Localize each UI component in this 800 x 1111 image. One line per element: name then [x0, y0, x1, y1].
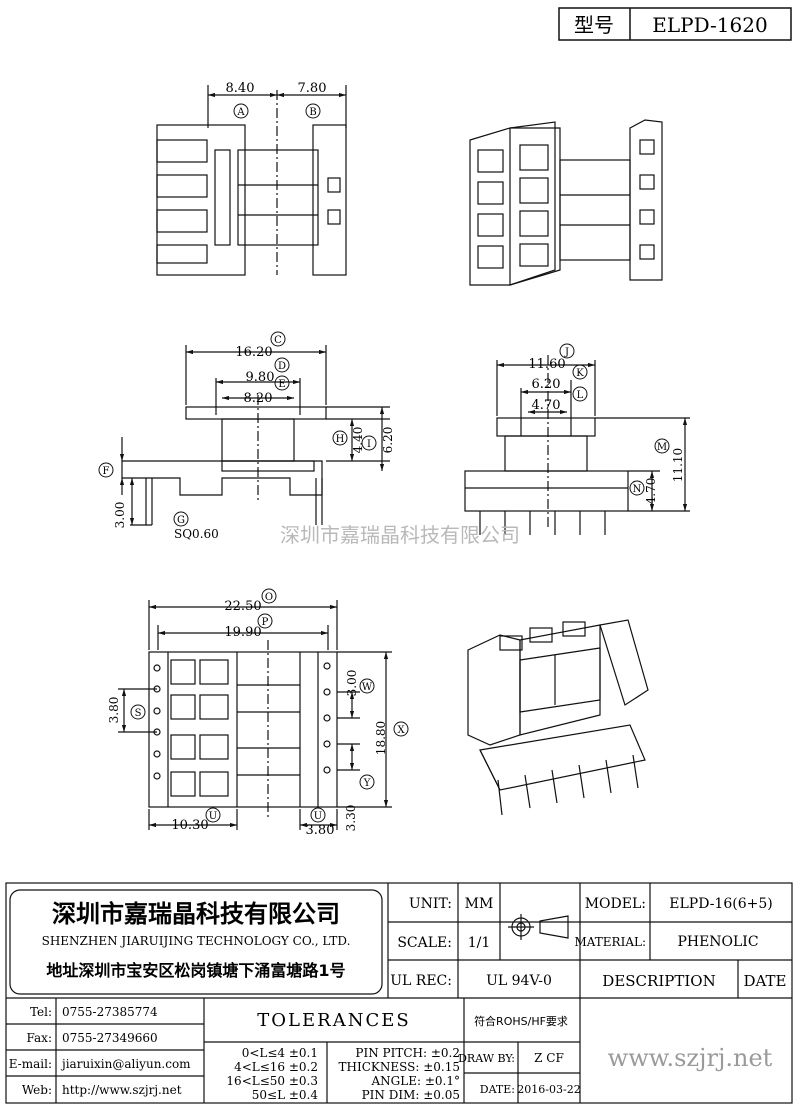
drawby-label: DRAW BY: [458, 1052, 515, 1065]
model-value: ELPD-16(6+5) [669, 896, 772, 912]
tolerance2-3: ANGLE: ±0.1° [371, 1074, 460, 1088]
email-label: E-mail: [9, 1057, 52, 1071]
drawby-value: Z CF [534, 1051, 564, 1065]
callout-j: J [564, 347, 569, 358]
web-value: http://www.szjrj.net [62, 1083, 182, 1097]
callout-s: S [135, 708, 142, 719]
company-en: SHENZHEN JIARUIJING TECHNOLOGY CO., LTD. [42, 934, 351, 948]
callout-y: Y [363, 778, 371, 789]
dim-i: 6.20 [381, 427, 395, 454]
fax-label: Fax: [27, 1031, 52, 1045]
callout-h: H [336, 434, 345, 445]
callout-b: B [309, 107, 316, 118]
tolerance2-4: PIN DIM: ±0.05 [362, 1088, 460, 1102]
material-label: MATERIAL: [574, 935, 646, 949]
description-label: DESCRIPTION [602, 972, 715, 990]
callout-v: U [314, 811, 322, 822]
ulrec-value: UL 94V-0 [486, 973, 552, 989]
header-label: 型号 [574, 13, 614, 37]
iso-view-1 [469, 119, 663, 286]
callout-l: L [577, 390, 584, 401]
tel-value: 0755-27385774 [62, 1005, 158, 1019]
callout-o: O [265, 592, 273, 603]
tolerance2-1: PIN PITCH: ±0.2 [355, 1046, 460, 1060]
dim-a: 8.40 [226, 81, 255, 96]
callout-d: D [278, 361, 286, 372]
dim-k: 6.20 [532, 377, 561, 392]
callout-p: P [262, 617, 269, 628]
end-view [464, 355, 690, 535]
tolerance-2: 4<L≤16 ±0.2 [234, 1060, 318, 1074]
company-cn: 深圳市嘉瑞晶科技有限公司 [52, 900, 340, 928]
dim-p: 19.90 [224, 625, 261, 640]
scale-value: 1/1 [468, 935, 491, 951]
tolerances-title: TOLERANCES [257, 1010, 410, 1031]
bottom-view-labels: 22.50 O 19.90 P 3.80 S 3.00 W 18.80 X Y … [107, 588, 409, 838]
dim-w: 3.00 [345, 670, 359, 697]
dim-n: 4.70 [644, 478, 658, 505]
callout-e: E [278, 379, 285, 390]
bottom-view [118, 600, 392, 830]
tolerance2-2: THICKNESS: ±0.15 [339, 1060, 460, 1074]
side-view [119, 345, 390, 526]
tel-label: Tel: [30, 1005, 52, 1019]
scale-label: SCALE: [397, 935, 452, 951]
side-view-labels: 16.20 C 9.80 D 8.20 E 4.40 H 6.20 I F 3.… [98, 331, 395, 541]
watermark: 深圳市嘉瑞晶科技有限公司 [280, 523, 520, 547]
tolerance-3: 16<L≤50 ±0.3 [226, 1074, 318, 1088]
callout-a: A [236, 107, 245, 118]
date-value: 2016-03-22 [517, 1083, 580, 1096]
dim-m: 11.10 [671, 448, 685, 482]
iso-view-2 [467, 619, 649, 816]
callout-w: W [362, 682, 373, 693]
dim-d: 9.80 [246, 370, 275, 385]
dim-s: 3.80 [107, 697, 121, 724]
ulrec-label: UL REC: [390, 973, 452, 989]
callout-m: M [657, 442, 667, 453]
dim-c: 16.20 [235, 345, 272, 360]
dim-g: SQ0.60 [174, 527, 219, 541]
unit-value: MM [465, 896, 494, 912]
dim-y: 3.30 [344, 805, 358, 832]
date-label: DATE [744, 972, 787, 990]
dim-e: 8.20 [244, 391, 273, 406]
date-row-label: DATE: [480, 1083, 515, 1096]
callout-f: F [103, 466, 110, 477]
end-view-labels: 11.60 J 6.20 K 4.70 L M 11.10 N 4.70 [528, 343, 685, 505]
model-header: 型号 ELPD-1620 [558, 7, 792, 41]
tolerance-4: 50≤L ±0.4 [252, 1088, 319, 1102]
dim-b: 7.80 [298, 81, 327, 96]
top-view [156, 85, 347, 276]
model-label: MODEL: [585, 896, 646, 912]
callout-x: X [397, 725, 405, 736]
tolerance-1: 0<L≤4 ±0.1 [242, 1046, 318, 1060]
dim-l: 4.70 [532, 398, 561, 413]
dim-o: 22.50 [224, 599, 261, 614]
callout-n: N [633, 484, 642, 495]
unit-label: UNIT: [409, 896, 452, 912]
callout-u: U [209, 811, 217, 822]
top-view-labels: 8.40 7.80 A B [226, 81, 327, 119]
callout-c: C [274, 335, 282, 346]
title-block [5, 882, 793, 1104]
callout-g: G [177, 515, 185, 526]
web-label: Web: [22, 1083, 52, 1097]
dim-v: 3.80 [306, 823, 335, 838]
dim-u: 10.30 [171, 818, 208, 833]
email-value: jiaruixin@aliyun.com [60, 1057, 191, 1071]
website-watermark: www.szjrj.net [608, 1044, 773, 1072]
rohs-note: 符合ROHS/HF要求 [474, 1014, 568, 1028]
material-value: PHENOLIC [677, 934, 758, 950]
dim-three: 3.00 [113, 502, 127, 529]
callout-k: K [576, 368, 584, 379]
fax-value: 0755-27349660 [62, 1031, 158, 1045]
company-address: 地址深圳市宝安区松岗镇塘下涌富塘路1号 [46, 961, 345, 980]
dim-x: 18.80 [374, 721, 388, 755]
callout-i: I [367, 439, 371, 450]
header-value: ELPD-1620 [652, 13, 767, 37]
title-block-text: 深圳市嘉瑞晶科技有限公司 SHENZHEN JIARUIJING TECHNOL… [9, 896, 787, 1102]
dim-h: 4.40 [351, 427, 365, 454]
dim-j: 11.60 [528, 357, 565, 372]
